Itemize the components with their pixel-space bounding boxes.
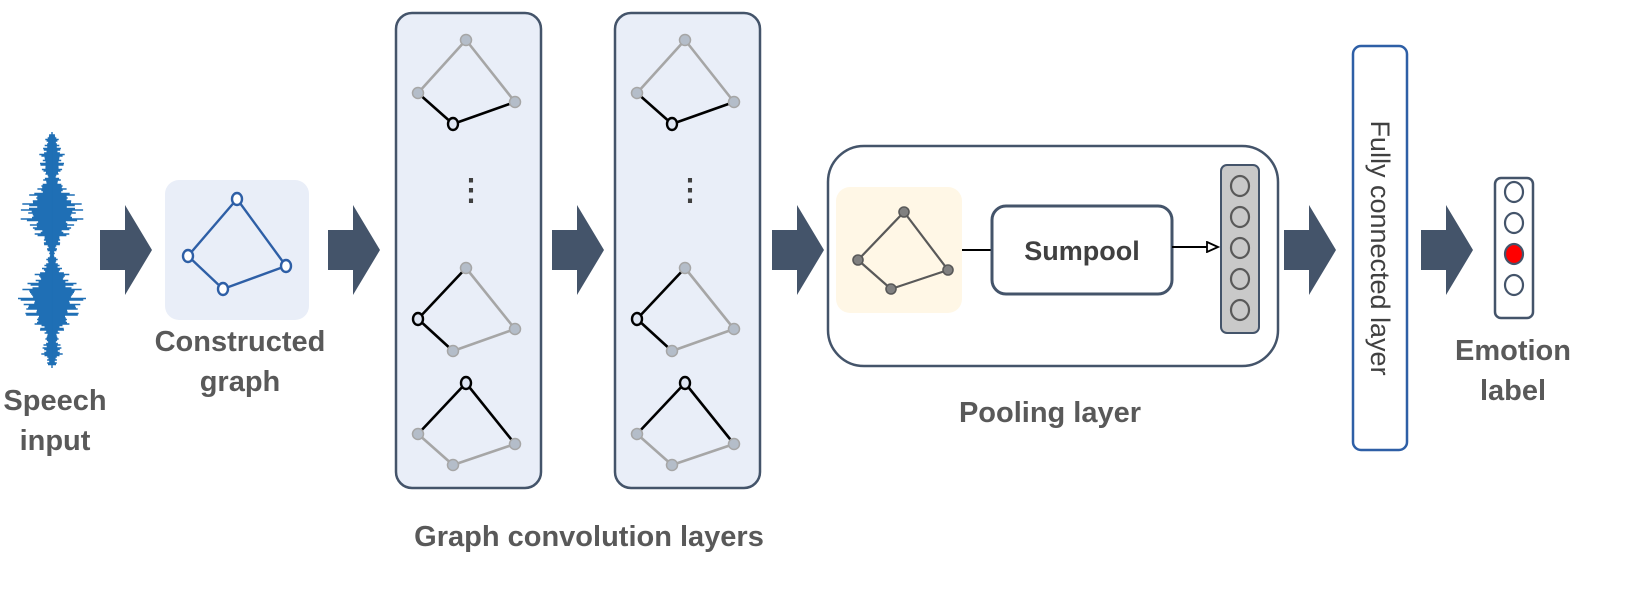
graph-icon [411,33,522,132]
pooled-vector-cells [1229,174,1251,322]
constructed-graph-label: graph [200,366,281,398]
constructed-graph [165,180,309,320]
arrow-icon [328,205,380,295]
sumpool-label: Sumpool [1024,236,1140,266]
arrow-icon [772,205,824,295]
vector-cell [1229,267,1251,291]
fully-connected-layer: Fully connected layer [1351,44,1409,452]
arrow-icon [1284,205,1336,295]
fully-connected-label: Fully connected layer [1365,120,1395,375]
graph-icon [411,261,522,358]
ellipsis-icon: ⋮ [675,174,705,207]
speech-waveform-icon [18,132,86,368]
constructed-graph-label: Constructed [155,326,326,358]
vector-cell [1229,298,1251,322]
graph-icon [630,33,741,132]
emotion-node [1503,211,1525,235]
speech-input-label: Speech [3,385,106,417]
graph-icon [411,375,522,472]
ellipsis-icon: ⋮ [456,174,486,207]
graph-conv-panel-2 [613,11,762,490]
vector-cell [1229,205,1251,229]
pooling-layer-box: Sumpool [826,144,1280,368]
arrow-icon [1421,205,1473,295]
graph-icon [630,375,741,472]
emotion-node-active [1503,242,1525,266]
emotion-node [1503,273,1525,297]
emotion-label: Emotion [1455,335,1571,367]
arrow-icon [100,205,152,295]
emotion-output [1493,176,1535,320]
graph-convolution-layers-label: Graph convolution layers [414,521,764,553]
graph-conv-panel-1 [394,11,543,490]
graph-icon [630,261,741,358]
emotion-label: label [1480,375,1546,407]
graph-conv-graphs [411,33,741,472]
vector-cell [1229,174,1251,198]
speech-input-label: input [20,425,91,457]
sumpool-box [990,204,1174,296]
flow-arrows [100,205,1473,295]
pooling-layer-label: Pooling layer [959,397,1141,429]
emotion-node [1503,180,1525,204]
emotion-output-nodes [1503,180,1525,297]
arrow-icon [552,205,604,295]
vector-cell [1229,236,1251,260]
